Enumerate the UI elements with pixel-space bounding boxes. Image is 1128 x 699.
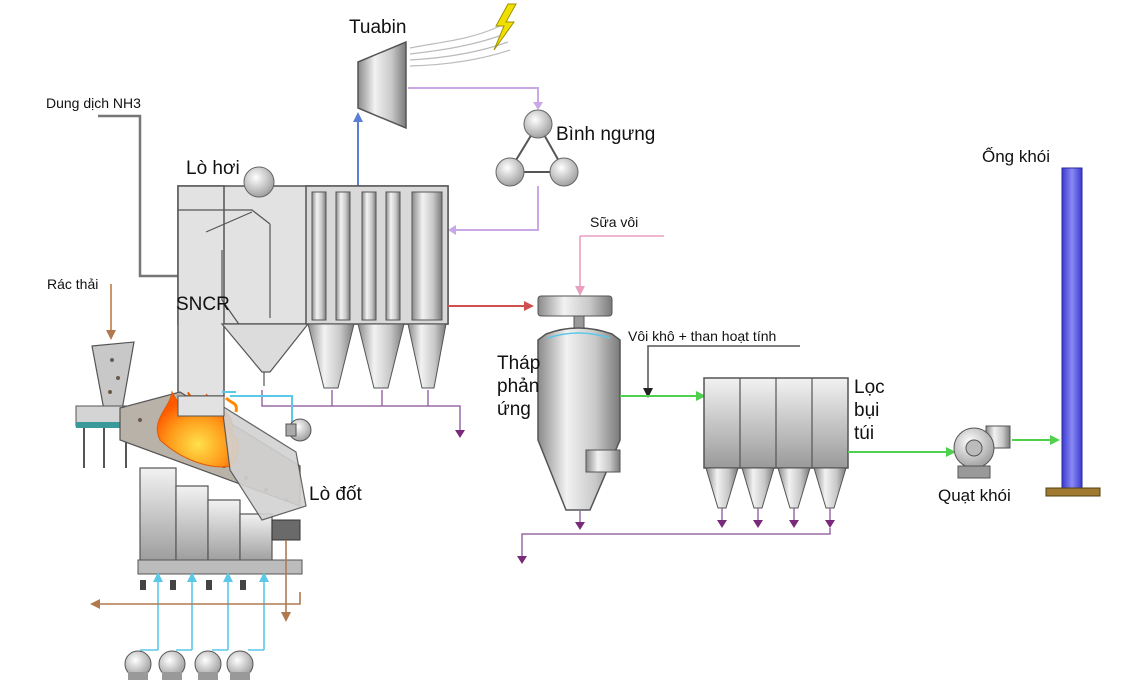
fan-icon <box>124 650 254 680</box>
lightning-icon <box>493 3 517 51</box>
bag-filter <box>703 377 849 509</box>
label-condenser: Bình ngưng <box>556 124 656 145</box>
label-turbine: Tuabin <box>349 17 407 38</box>
label-boiler: Lò hơi <box>186 158 240 179</box>
label-waste: Rác thải <box>47 276 99 292</box>
label-chimney: Ống khói <box>982 147 1051 166</box>
boiler <box>177 166 449 397</box>
label-bag-filter: Lọc bụi túi <box>854 377 885 444</box>
label-nh3: Dung dịch NH3 <box>46 95 141 111</box>
label-furnace: Lò đốt <box>309 484 362 505</box>
label-fan: Quạt khói <box>938 486 1011 505</box>
chimney <box>1045 167 1101 497</box>
turbine <box>357 25 511 130</box>
label-dry-lime: Vôi khô + than hoạt tính <box>628 328 777 344</box>
condenser <box>495 109 579 187</box>
reactor-tower <box>537 295 621 511</box>
fan-icon <box>285 418 312 442</box>
label-sncr: SNCR <box>176 294 230 315</box>
fan-icon <box>953 425 1011 479</box>
label-lime-milk: Sữa vôi <box>590 214 639 230</box>
label-reactor-tower: Tháp phản ứng <box>497 353 541 420</box>
